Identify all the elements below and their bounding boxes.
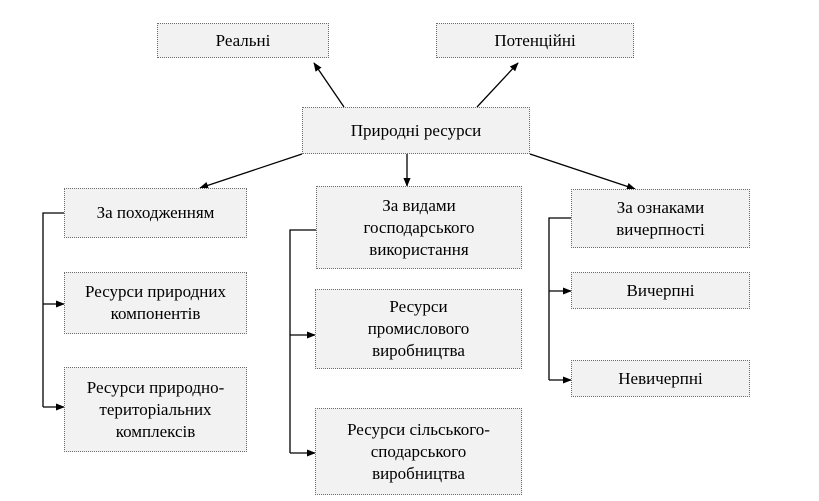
box-agricultural-production: Ресурси сільського- сподарського виробни… — [315, 408, 522, 495]
box-inexhaustible: Невичерпні — [571, 360, 750, 397]
box-potential: Потенційні — [436, 23, 634, 58]
box-by-origin: За походженням — [64, 188, 247, 238]
arrow-root-to-potential — [476, 62, 519, 108]
box-natural-territorial-complexes: Ресурси природно- територіальних комплек… — [64, 367, 247, 452]
arrow-root-to-exhaustibility — [529, 153, 636, 190]
box-natural-components: Ресурси природних компонентів — [64, 272, 247, 334]
box-natural-resources: Природні ресурси — [302, 107, 530, 154]
box-industrial-production: Ресурси промислового виробництва — [315, 289, 522, 369]
bracket-economic-use — [289, 229, 316, 453]
arrow-root-to-real — [313, 62, 345, 108]
box-by-economic-use: За видами господарського використання — [316, 186, 522, 269]
arrow-root-to-origin — [199, 153, 303, 189]
bracket-origin — [42, 212, 64, 407]
box-exhaustible: Вичерпні — [571, 272, 750, 309]
bracket-exhaustibility — [548, 217, 571, 380]
box-by-exhaustibility: За ознаками вичерпності — [571, 189, 750, 248]
box-real: Реальні — [157, 23, 329, 58]
